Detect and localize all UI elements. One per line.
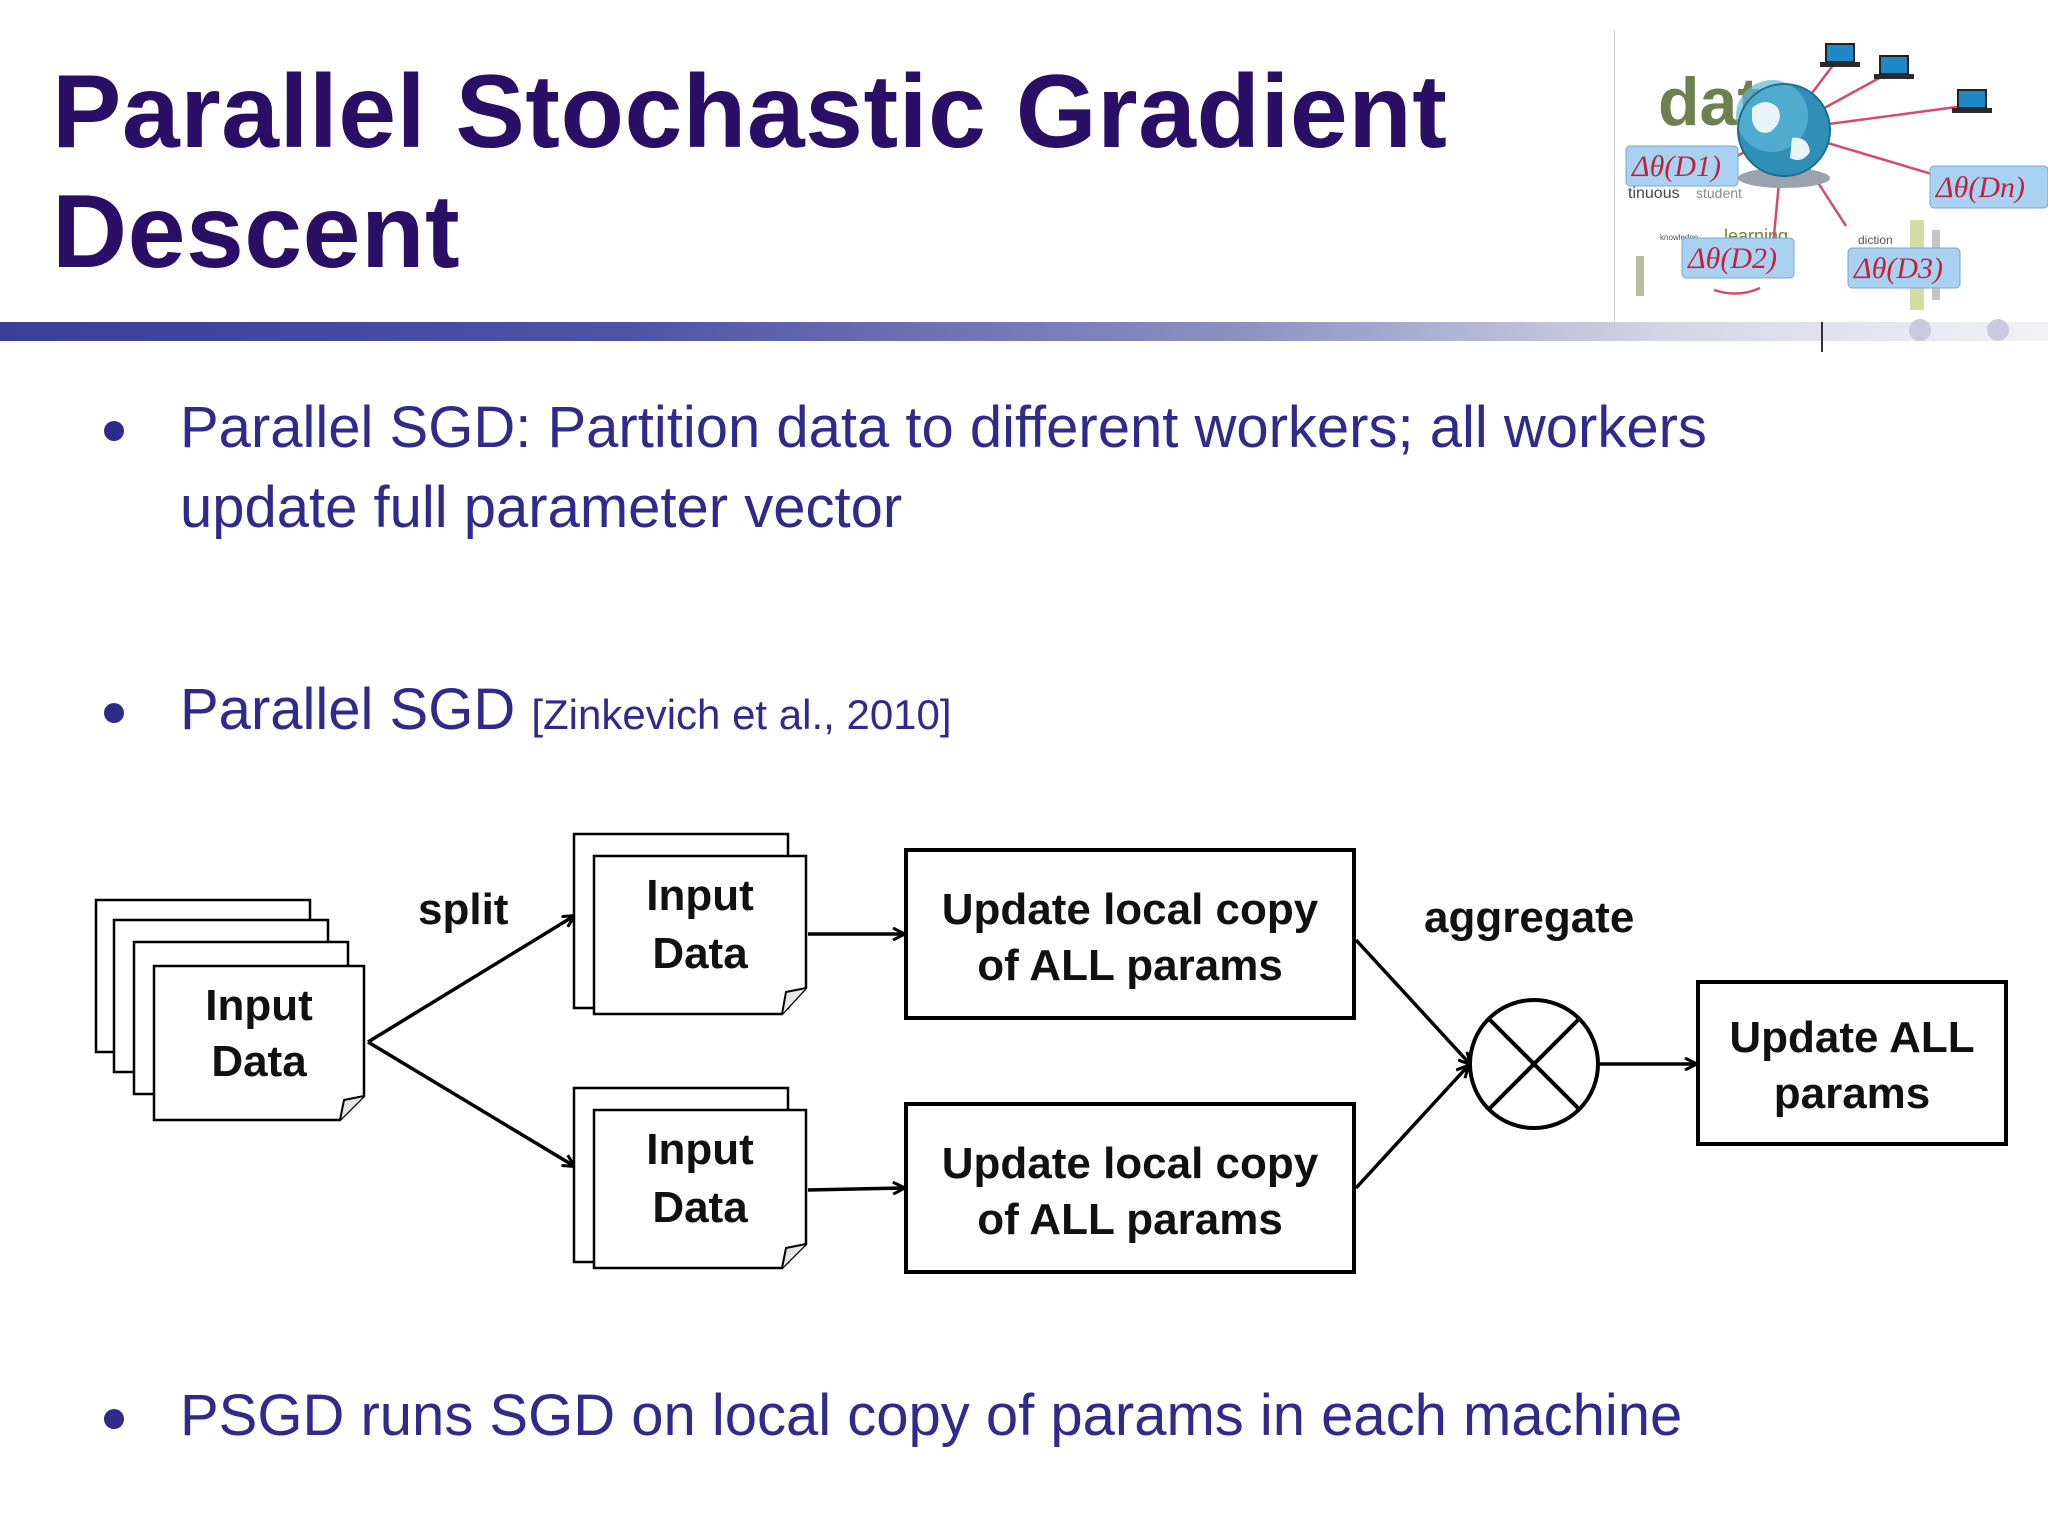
bullet-main-text: Parallel SGD [180,677,532,742]
hero-divider [1614,30,1615,322]
word-cloud-knowledge: knowledge [1660,233,1699,242]
partition-bottom-label-line-1: Input [646,1125,754,1174]
partition-top-label-line-1: Input [646,871,754,920]
local-update-box-top: Update local copy of ALL params [904,848,1356,1020]
input-data-partition-top: Input Data [572,832,808,1016]
title-underline [0,322,2048,341]
partition-bottom-label-line-2: Data [652,1183,748,1232]
svg-text:Δθ(D2): Δθ(D2) [1687,242,1777,275]
local-update-bottom-line-1: Update local copy [942,1139,1319,1188]
split-arrow-bottom [367,1040,574,1166]
final-update-line-1: Update ALL [1729,1013,1974,1062]
input-data-label-line-2: Data [211,1037,307,1086]
bullet-text-line-2: update full parameter vector [180,475,903,540]
word-cloud-tinuous: tinuous [1628,185,1680,202]
partition-top-label-line-2: Data [652,929,748,978]
citation: [Zinkevich et al., 2010] [531,691,952,738]
bullet-dot [104,421,124,441]
input-data-stack: Input Data [94,898,366,1122]
aggregate-label: aggregate [1424,893,1634,942]
input-data-label-line-1: Input [205,981,313,1030]
input-data-partition-bottom: Input Data [572,1086,808,1270]
psgd-flow-diagram: Input Data split Input Data Input Data [94,832,2008,1274]
bullet-text-line-1: Parallel SGD: Partition data to differen… [180,395,1707,460]
aggregate-arrow-top [1354,938,1470,1064]
bullet-dot [104,1409,124,1429]
local-update-box-bottom: Update local copy of ALL params [904,1102,1356,1274]
split-label: split [418,885,509,934]
bullet-dot [104,703,124,723]
svg-text:Δθ(D3): Δθ(D3) [1853,252,1943,285]
final-update-line-2: params [1774,1069,1931,1118]
svg-text:Δθ(Dn): Δθ(Dn) [1935,171,2025,204]
final-update-box: Update ALL params [1696,980,2008,1146]
hero-label-d1: Δθ(D1) [1625,145,1739,187]
hero-label-dn: Δθ(Dn) [1929,165,2048,209]
circle-x-icon [1468,998,1600,1130]
aggregate-arrow-bottom [1354,1066,1468,1190]
local-update-bottom-line-2: of ALL params [977,1195,1283,1244]
arrow-to-local-update-bottom [807,1188,904,1190]
svg-text:Δθ(D1): Δθ(D1) [1631,150,1721,183]
hero-label-d3: Δθ(D3) [1847,247,1961,289]
laptop-icon [1820,43,1992,113]
bullet-text: PSGD runs SGD on local copy of params in… [180,1383,1683,1448]
bullet-text: Parallel SGD [Zinkevich et al., 2010] [180,670,952,755]
hero-label-d2: Δθ(D2) [1681,237,1795,279]
word-cloud-diction: diction [1858,233,1893,247]
slide-title: Parallel Stochastic Gradient Descent [52,54,1448,290]
word-cloud-student: student [1696,185,1742,201]
globe-icon [1736,80,1831,188]
local-update-top-line-2: of ALL params [977,941,1283,990]
distributed-network-illustration: data tinuous student knowledge learning … [1625,43,2048,352]
local-update-top-line-1: Update local copy [942,885,1319,934]
input-data-document [152,964,366,1122]
split-arrow-top [367,916,574,1044]
